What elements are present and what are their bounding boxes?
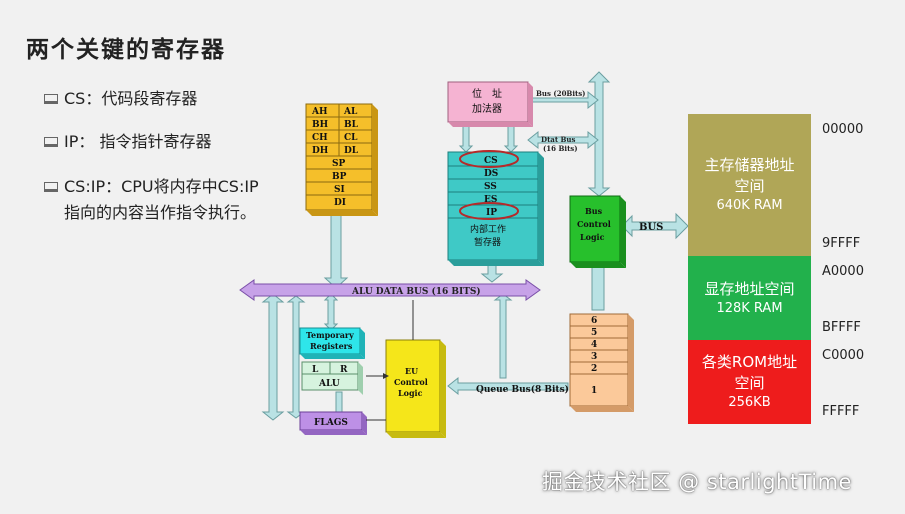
reg-ah: AH — [311, 107, 328, 117]
svg-text:EU: EU — [405, 366, 418, 376]
control-lines — [366, 300, 414, 421]
ip-highlight-ellipse — [459, 202, 519, 220]
laptop-icon — [44, 182, 58, 192]
bus-control-logic: Bus Control Logic — [569, 195, 626, 268]
bullet-csip-text: CS:IP：CPU将内存中CS:IP 指向的内容当作指令执行。 — [64, 177, 259, 222]
general-register-file: AH AL BH BL CH CL DH DL SP BP SI DI — [305, 103, 378, 216]
reg-ds: DS — [484, 169, 498, 179]
bullet-ip: IP： 指令指针寄存器 — [44, 129, 211, 155]
address-a0000: A0000 — [822, 264, 864, 279]
svg-text:Registers: Registers — [310, 341, 353, 351]
bus-arrows — [261, 71, 611, 421]
alu-block: L R ALU — [301, 361, 363, 395]
reg-es: ES — [484, 195, 497, 205]
reg-al: AL — [343, 107, 358, 117]
alu-left: L — [312, 365, 319, 375]
memory-main-ram: 主存储器地址 空间 640K RAM — [688, 114, 811, 256]
address-bffff: BFFFF — [822, 320, 861, 335]
reg-bh: BH — [312, 120, 329, 130]
reg-cl: CL — [344, 133, 358, 143]
svg-text:Temporary: Temporary — [306, 330, 354, 340]
cs-highlight-ellipse — [459, 150, 519, 168]
temporary-registers: Temporary Registers — [299, 327, 365, 359]
reg-si: SI — [334, 185, 345, 195]
data-bus-label-1: Dtat Bus — [541, 135, 576, 144]
address-c0000: C0000 — [822, 348, 865, 363]
reg-ip: IP — [486, 208, 497, 218]
eu-control-logic: EU Control Logic — [385, 339, 446, 438]
alu-data-bus: ALU DATA BUS (16 BITS) — [239, 279, 541, 301]
svg-text:加法器: 加法器 — [472, 102, 502, 115]
queue-slot-6: 6 — [591, 316, 597, 326]
watermark: 掘金技术社区 @ starlightTime — [542, 470, 852, 494]
address-fffff: FFFFF — [822, 404, 860, 419]
data-bus-label-2: (16 Bits) — [543, 144, 578, 153]
svg-text:Control: Control — [577, 219, 611, 229]
instruction-queue: 6 5 4 3 2 1 — [569, 313, 634, 412]
bullet-ip-text: IP： 指令指针寄存器 — [64, 132, 212, 151]
page-title: 两个关键的寄存器 — [26, 36, 226, 63]
reg-bp: BP — [332, 172, 347, 182]
queue-slot-1: 1 — [591, 386, 597, 396]
reg-bl: BL — [344, 120, 359, 130]
horizontal-bus-arrows — [447, 90, 689, 396]
svg-text:Bus: Bus — [585, 206, 603, 216]
reg-ss: SS — [484, 182, 497, 192]
bus-label: BUS — [639, 222, 663, 233]
bullet-cs: CS：代码段寄存器 — [44, 86, 197, 112]
laptop-icon — [44, 94, 58, 104]
flags-register: FLAGS — [299, 411, 367, 435]
bullet-csip: CS:IP：CPU将内存中CS:IP 指向的内容当作指令执行。 — [44, 174, 304, 226]
queue-bus-label: Queue Bus(8 Bits) — [476, 384, 569, 395]
memory-video-ram: 显存地址空间 128K RAM — [688, 256, 811, 340]
reg-dh: DH — [312, 146, 329, 156]
svg-text:Control: Control — [394, 377, 428, 387]
alu-label: ALU — [318, 379, 340, 389]
bus-20bits-label: Bus (20Bits) — [536, 89, 586, 98]
queue-slot-2: 2 — [591, 364, 597, 374]
address-adder: 位 址 加法器 — [447, 81, 533, 127]
queue-slot-4: 4 — [591, 340, 597, 350]
laptop-icon — [44, 137, 58, 147]
queue-slot-5: 5 — [591, 328, 597, 338]
svg-text:Logic: Logic — [580, 232, 605, 242]
bullet-cs-text: CS：代码段寄存器 — [64, 89, 198, 108]
svg-text:位 址: 位 址 — [472, 87, 502, 100]
reg-ch: CH — [312, 133, 328, 143]
svg-text:FLAGS: FLAGS — [314, 418, 348, 428]
reg-dl: DL — [344, 146, 359, 156]
svg-text:Logic: Logic — [398, 388, 423, 398]
reg-cs: CS — [484, 156, 498, 166]
alu-data-bus-label: ALU DATA BUS (16 BITS) — [351, 286, 481, 297]
memory-rom: 各类ROM地址 空间 256KB — [688, 340, 811, 424]
address-9ffff: 9FFFF — [822, 236, 861, 251]
segment-register-file: CS DS SS ES IP 内部工作 暂存器 — [447, 150, 544, 266]
svg-text:内部工作: 内部工作 — [470, 223, 506, 235]
alu-right: R — [340, 365, 348, 375]
reg-sp: SP — [332, 159, 345, 169]
svg-text:暂存器: 暂存器 — [474, 236, 501, 248]
reg-di: DI — [334, 198, 346, 208]
queue-slot-3: 3 — [591, 352, 597, 362]
address-00000: 00000 — [822, 122, 864, 137]
